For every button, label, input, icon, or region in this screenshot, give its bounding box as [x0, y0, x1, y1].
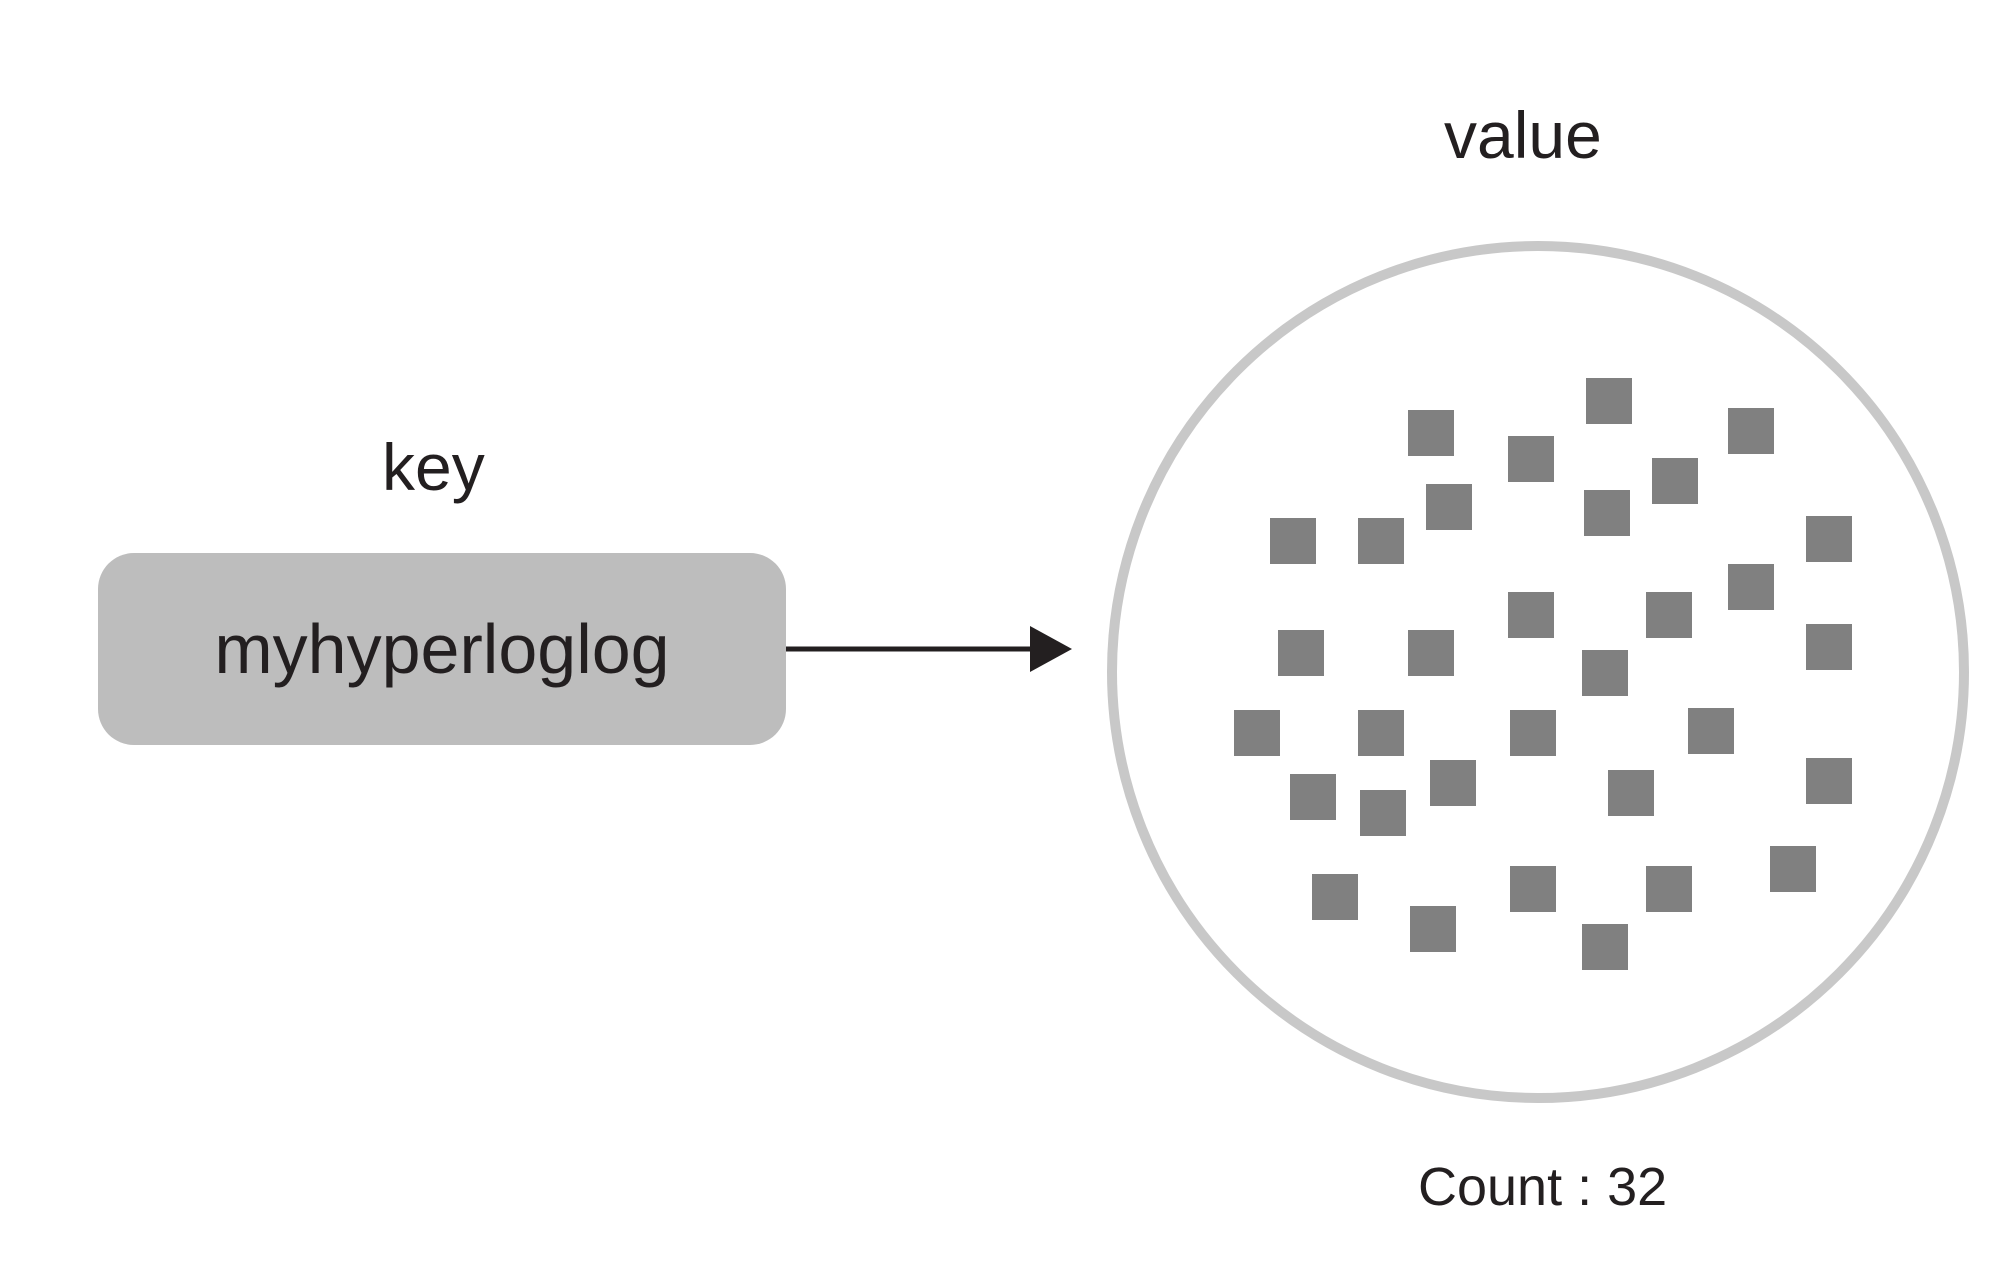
key-label: key [382, 430, 485, 504]
element-square [1290, 774, 1336, 820]
element-square [1510, 710, 1556, 756]
element-square [1408, 410, 1454, 456]
element-square [1582, 924, 1628, 970]
element-square [1278, 630, 1324, 676]
element-square [1806, 516, 1852, 562]
element-square [1426, 484, 1472, 530]
element-square [1806, 758, 1852, 804]
element-square [1652, 458, 1698, 504]
element-square [1646, 592, 1692, 638]
element-square [1430, 760, 1476, 806]
element-square [1586, 378, 1632, 424]
element-square [1234, 710, 1280, 756]
element-square [1508, 592, 1554, 638]
element-square [1510, 866, 1556, 912]
element-square [1360, 790, 1406, 836]
element-square [1270, 518, 1316, 564]
element-square [1688, 708, 1734, 754]
value-elements [1234, 378, 1852, 970]
element-square [1508, 436, 1554, 482]
element-square [1728, 408, 1774, 454]
count-label: Count : 32 [1418, 1157, 1668, 1217]
element-square [1584, 490, 1630, 536]
element-square [1608, 770, 1654, 816]
element-square [1770, 846, 1816, 892]
key-box: myhyperloglog [98, 553, 786, 745]
element-square [1358, 518, 1404, 564]
element-square [1358, 710, 1404, 756]
arrow-head-icon [1030, 626, 1072, 672]
element-square [1582, 650, 1628, 696]
value-set-circle [1107, 241, 1969, 1103]
element-square [1408, 630, 1454, 676]
element-square [1646, 866, 1692, 912]
element-square [1312, 874, 1358, 920]
element-square [1728, 564, 1774, 610]
element-square [1806, 624, 1852, 670]
element-square [1410, 906, 1456, 952]
value-label: value [1444, 98, 1602, 172]
key-name: myhyperloglog [214, 610, 670, 688]
